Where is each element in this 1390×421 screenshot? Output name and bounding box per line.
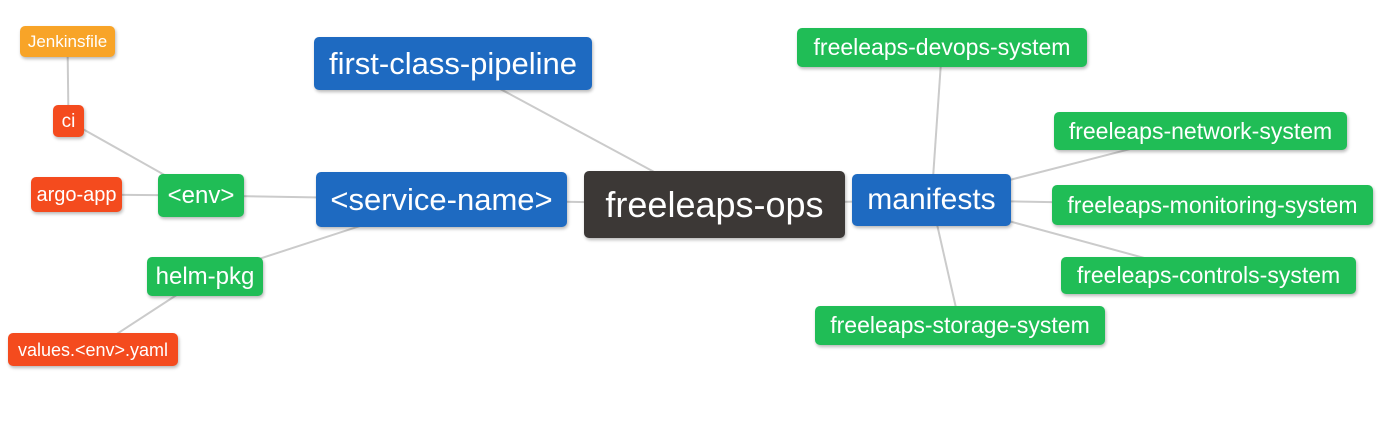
node-argo-app[interactable]: argo-app [31,177,122,212]
node-freeleaps-devops-system[interactable]: freeleaps-devops-system [797,28,1087,67]
node-freeleaps-monitoring-system[interactable]: freeleaps-monitoring-system [1052,185,1373,225]
node-env[interactable]: <env> [158,174,244,217]
node-helm-pkg[interactable]: helm-pkg [147,257,263,296]
node-freeleaps-storage-system[interactable]: freeleaps-storage-system [815,306,1105,345]
node-freeleaps-network-system[interactable]: freeleaps-network-system [1054,112,1347,150]
node-service-name[interactable]: <service-name> [316,172,567,227]
node-manifests[interactable]: manifests [852,174,1011,226]
node-freeleaps-controls-system[interactable]: freeleaps-controls-system [1061,257,1356,294]
node-jenkinsfile[interactable]: Jenkinsfile [20,26,115,57]
node-ci[interactable]: ci [53,105,84,137]
node-values-env-yaml[interactable]: values.<env>.yaml [8,333,178,366]
node-first-class-pipeline[interactable]: first-class-pipeline [314,37,592,90]
node-freeleaps-ops[interactable]: freeleaps-ops [584,171,845,238]
